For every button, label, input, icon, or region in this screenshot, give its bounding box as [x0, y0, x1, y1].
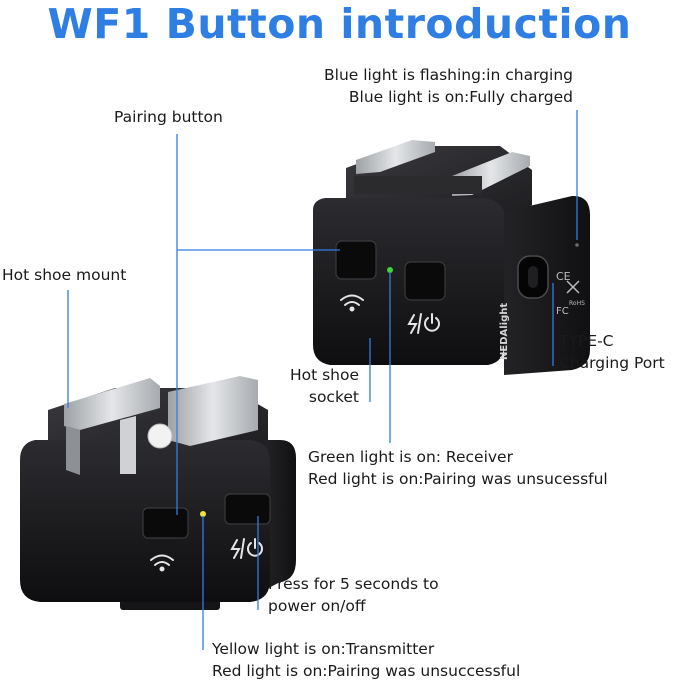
hot-shoe-socket-callout: Hot shoe socket: [290, 364, 359, 408]
blue-light-callout: Blue light is flashing:in charging Blue …: [324, 64, 573, 108]
transmitter-light-callout: Yellow light is on:Transmitter Red light…: [212, 638, 520, 682]
green-light-text: Green light is on: Receiver: [308, 448, 513, 466]
red-light-receiver-text: Red light is on:Pairing was unsucessful: [308, 470, 608, 488]
fc-mark: FC: [556, 306, 569, 317]
rohs-mark: RoHS: [569, 300, 585, 307]
weee-icon: [566, 280, 580, 294]
wifi-icon: [340, 294, 364, 312]
pairing-button-transmitter: [142, 507, 189, 539]
type-c-line2: Charging Port: [559, 354, 665, 372]
flash-power-icon: [230, 538, 263, 559]
transmitter-device: [20, 376, 296, 610]
red-light-transmitter-text: Red light is on:Pairing was unsuccessful: [212, 662, 521, 680]
power-callout: Press for 5 seconds to power on/off: [268, 573, 439, 617]
type-c-line1: TYPE-C: [559, 332, 614, 350]
brand-print: NEDAlight: [499, 303, 510, 360]
blue-light-on-text: Blue light is on:Fully charged: [348, 88, 573, 106]
power-button-receiver: [404, 261, 446, 301]
hot-shoe-socket-line2: socket: [308, 388, 359, 406]
yellow-light-text: Yellow light is on:Transmitter: [212, 640, 435, 658]
ce-mark: CE: [556, 270, 571, 283]
hot-shoe-mount-label: Hot shoe mount: [2, 266, 127, 284]
yellow-led: [200, 511, 206, 517]
leader-lines: [67, 110, 578, 650]
receiver-device: CE FC RoHS NEDAlight: [313, 140, 590, 375]
press-line1: Press for 5 seconds to: [268, 575, 439, 593]
receiver-light-callout: Green light is on: Receiver Red light is…: [308, 446, 608, 490]
flash-power-icon: [407, 313, 440, 334]
press-line2: power on/off: [268, 597, 366, 615]
type-c-callout: TYPE-C Charging Port: [559, 330, 665, 374]
blue-led: [575, 243, 579, 247]
pairing-button-label: Pairing button: [114, 108, 223, 126]
wifi-icon: [150, 554, 174, 572]
page-title: WF1 Button introduction: [47, 0, 632, 48]
blue-light-flashing-text: Blue light is flashing:in charging: [324, 66, 573, 84]
power-button-transmitter: [224, 493, 271, 525]
green-led: [387, 267, 393, 273]
pairing-button-receiver: [335, 240, 377, 280]
hot-shoe-socket-line1: Hot shoe: [289, 366, 359, 384]
